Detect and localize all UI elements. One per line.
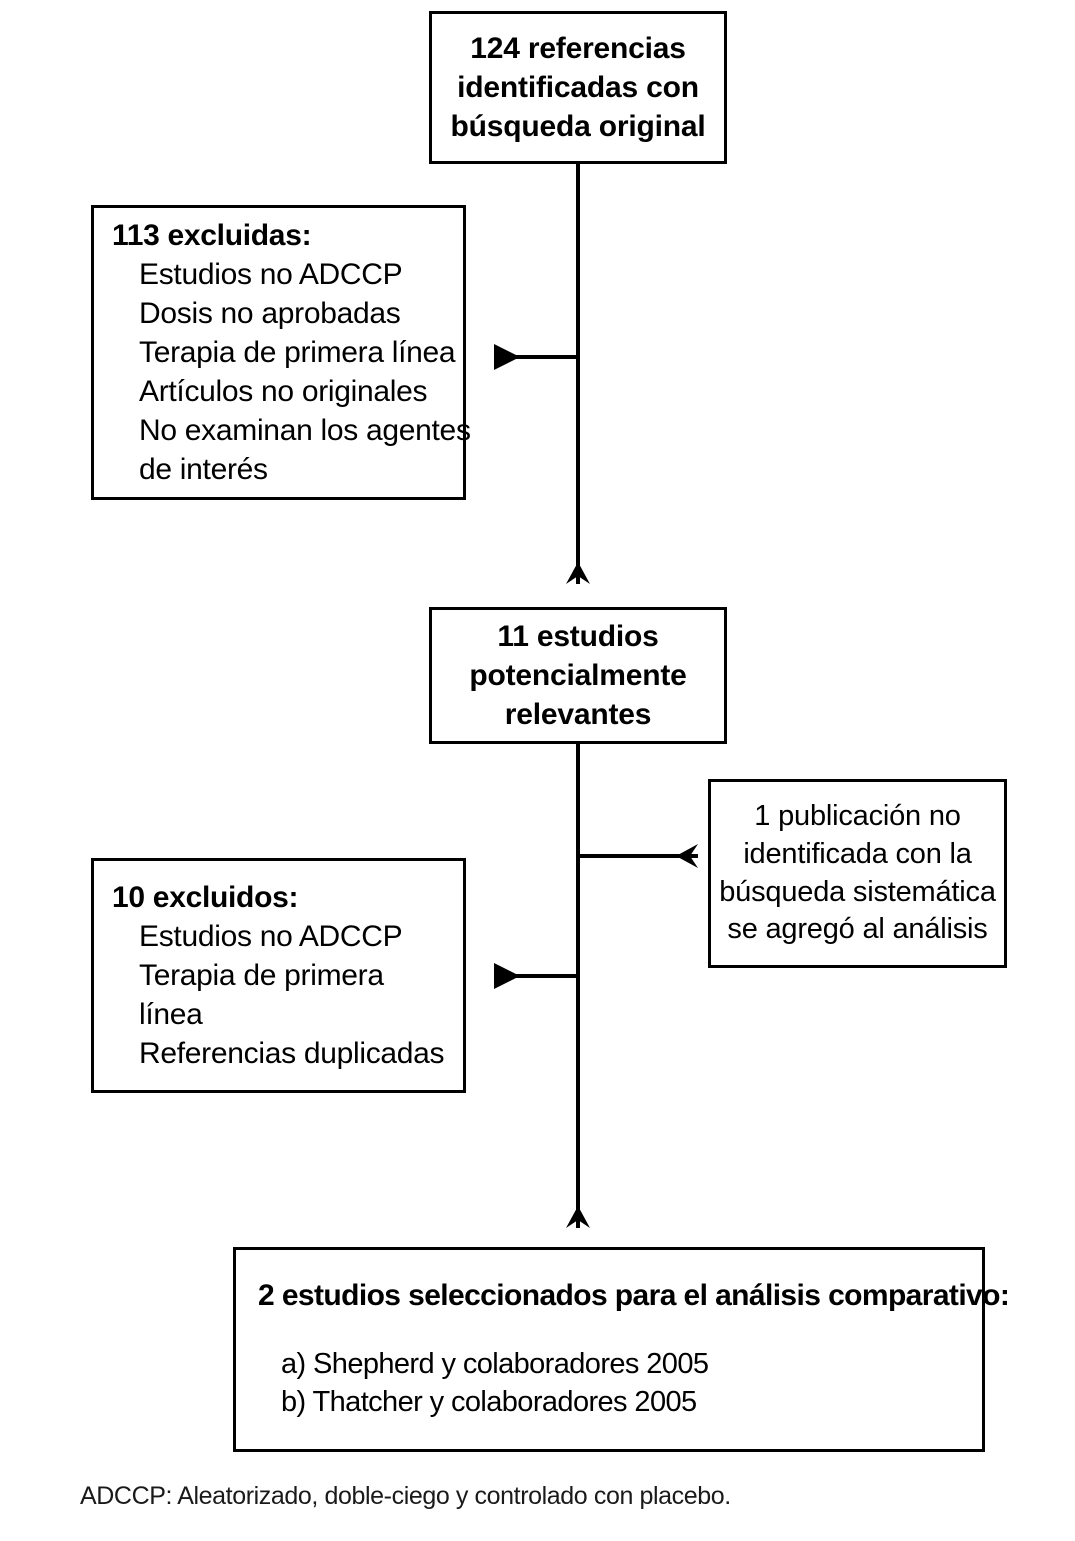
node-excluded-113-item-3: Terapia de primera línea	[139, 336, 456, 369]
node-added-publication: 1 publicación no identificada con la bús…	[708, 779, 1007, 968]
node-excluded-113-item-4: Artículos no originales	[139, 375, 428, 408]
node-added-publication-line-3: búsqueda sistemática	[719, 875, 996, 908]
node-excluded-10-heading: 10 excluidos:	[112, 881, 299, 914]
node-potentially-relevant-line-2: potencialmente	[469, 659, 687, 692]
node-identified-line-3: búsqueda original	[450, 110, 706, 143]
node-excluded-113-item-5: No examinan los agentes	[139, 414, 471, 447]
node-added-publication-line-1: 1 publicación no	[754, 800, 961, 833]
node-excluded-113-item-2: Dosis no aprobadas	[139, 297, 401, 330]
node-selected-heading: 2 estudios seleccionados para el análisi…	[258, 1279, 1010, 1312]
node-identified-line-1: 124 referencias	[470, 32, 686, 65]
node-identified-references: 124 referencias identificadas con búsque…	[429, 11, 727, 164]
node-selected-studies: 2 estudios seleccionados para el análisi…	[233, 1247, 1010, 1452]
node-excluded-10-item-4: Referencias duplicadas	[139, 1037, 445, 1070]
node-added-publication-line-4: se agregó al análisis	[727, 913, 988, 946]
node-potentially-relevant-line-3: relevantes	[504, 698, 652, 731]
node-selected-item-a: a) Shepherd y colaboradores 2005	[281, 1348, 709, 1380]
node-excluded-10-item-1: Estudios no ADCCP	[139, 920, 403, 953]
node-excluded-113-heading: 113 excluidas:	[112, 219, 312, 252]
node-excluded-10-item-2: Terapia de primera	[139, 959, 384, 992]
node-excluded-113-item-6: de interés	[139, 453, 268, 486]
node-potentially-relevant: 11 estudios potencialmente relevantes	[429, 607, 727, 744]
node-excluded-10-item-3: línea	[139, 998, 203, 1031]
node-potentially-relevant-line-1: 11 estudios	[497, 620, 659, 653]
node-identified-line-2: identificadas con	[457, 71, 699, 104]
node-added-publication-line-2: identificada con la	[743, 837, 972, 870]
node-excluded-113: 113 excluidas: Estudios no ADCCP Dosis n…	[91, 205, 471, 500]
node-excluded-10: 10 excluidos: Estudios no ADCCP Terapia …	[91, 858, 466, 1093]
figure-footnote: ADCCP: Aleatorizado, doble-ciego y contr…	[80, 1482, 731, 1510]
node-selected-item-b: b) Thatcher y colaboradores 2005	[281, 1386, 697, 1419]
node-excluded-113-item-1: Estudios no ADCCP	[139, 258, 403, 291]
